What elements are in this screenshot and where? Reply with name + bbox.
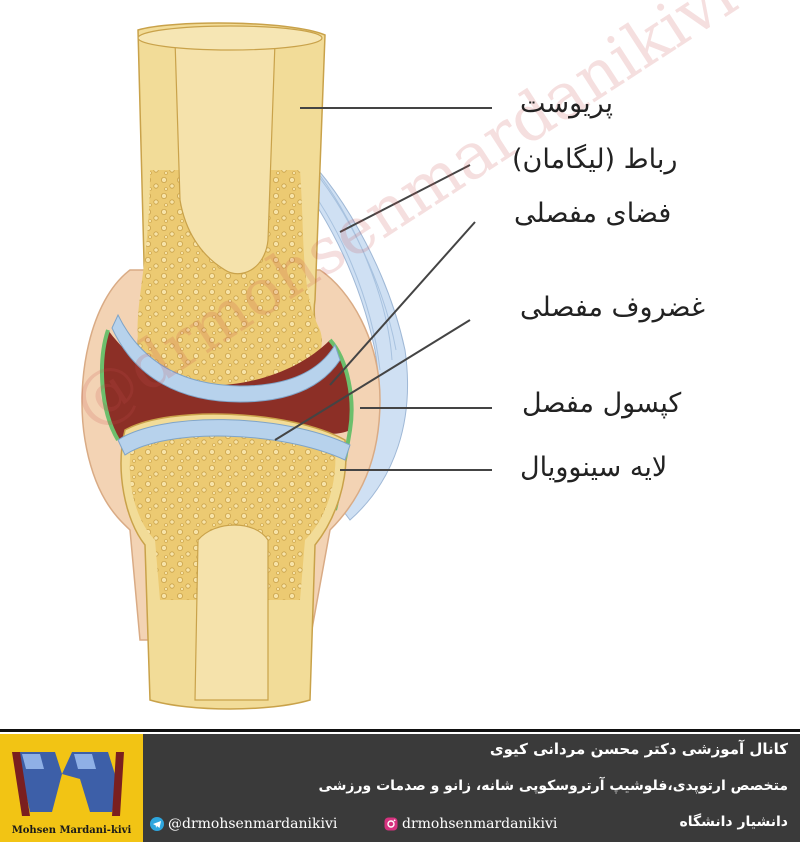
instagram-link[interactable]: drmohsenmardanikivi (384, 816, 557, 832)
label-articular-cartilage: غضروف مفصلی (520, 292, 706, 323)
leader-lines (274, 107, 492, 471)
footer-position: دانشیار دانشگاه (679, 814, 788, 830)
footer-subtitle: متخصص ارتوپدی،فلوشیپ آرتروسکوپی شانه، زا… (318, 778, 788, 794)
instagram-icon (384, 817, 398, 831)
telegram-link[interactable]: @drmohsenmardanikivi (150, 816, 337, 832)
label-ligament: رباط (لیگامان) (512, 144, 678, 175)
leader-joint-space (329, 221, 476, 386)
lower-spongy-bone (129, 425, 336, 600)
telegram-handle: @drmohsenmardanikivi (168, 816, 338, 832)
footer-banner: Mohsen Mardani-kivi کانال آموزشی دکتر مح… (0, 734, 800, 842)
label-joint-capsule: کپسول مفصل (522, 388, 682, 419)
footer-divider (0, 729, 800, 732)
lower-medullary-cavity (194, 524, 269, 701)
leader-ligament (339, 164, 471, 233)
leader-cartilage (274, 319, 471, 441)
logo-mark-icon (12, 752, 124, 816)
telegram-icon (150, 817, 164, 831)
instagram-handle: drmohsenmardanikivi (402, 816, 558, 832)
joint-anatomy-diagram (81, 22, 492, 710)
upper-cartilage (111, 313, 341, 403)
bone-top-opening (137, 25, 323, 51)
logo: Mohsen Mardani-kivi (0, 734, 143, 842)
label-periosteum: پریوست (520, 88, 614, 119)
logo-caption: Mohsen Mardani-kivi (11, 825, 132, 836)
footer-title: کانال آموزشی دکتر محسن مردانی کیوی (489, 740, 788, 758)
label-joint-space: فضای مفصلی (514, 198, 672, 229)
upper-spongy-bone (137, 170, 322, 389)
label-synovial-layer: لایه سینوویال (520, 452, 668, 483)
